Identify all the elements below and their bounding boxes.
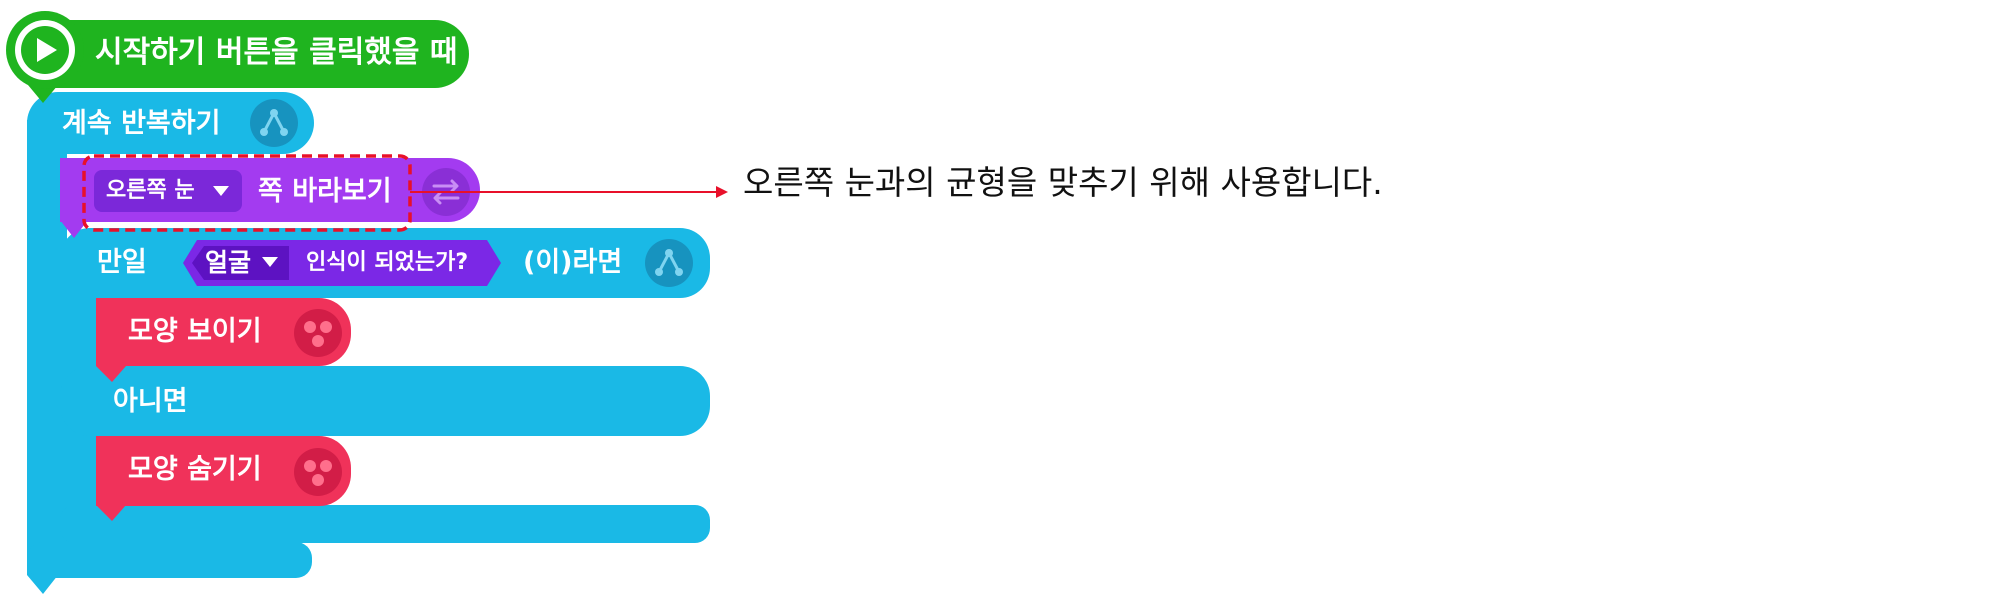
shape-icon xyxy=(294,309,342,357)
dropdown-arrow-icon xyxy=(213,186,229,196)
look-label: 쪽 바라보기 xyxy=(258,176,392,207)
repeat-label: 계속 반복하기 xyxy=(62,108,221,139)
then-label: (이)라면 xyxy=(523,247,623,278)
look-dropdown-label: 오른쪽 눈 xyxy=(106,178,195,203)
cond-dropdown-label: 얼굴 xyxy=(205,248,252,277)
play-icon[interactable] xyxy=(15,20,75,80)
show-label: 모양 보이기 xyxy=(128,316,262,347)
show-shape-block[interactable] xyxy=(96,298,351,382)
hide-shape-block[interactable] xyxy=(96,436,351,521)
annotation-text: 오른쪽 눈과의 균형을 맞추기 위해 사용합니다. xyxy=(743,163,1383,202)
hide-label: 모양 숨기기 xyxy=(128,454,262,485)
shape-icon xyxy=(294,448,342,496)
dropdown-arrow-icon xyxy=(262,257,278,267)
highlight-box xyxy=(82,154,412,232)
annotation-arrow xyxy=(410,186,728,198)
if-label: 만일 xyxy=(97,247,147,278)
if-repeat-icon xyxy=(645,239,693,287)
start-label: 시작하기 버튼을 클릭했을 때 xyxy=(95,35,458,70)
face-detected-condition[interactable] xyxy=(183,240,501,286)
repeat-icon xyxy=(250,99,298,147)
look-eye-dropdown[interactable] xyxy=(94,170,242,212)
else-label: 아니면 xyxy=(113,386,188,417)
cond-label: 인식이 되었는가? xyxy=(306,250,469,275)
